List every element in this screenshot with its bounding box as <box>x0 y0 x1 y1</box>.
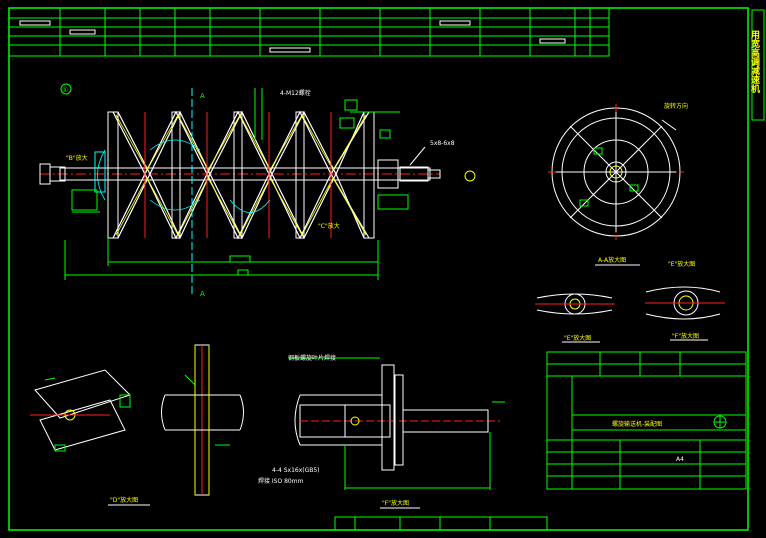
revision-table <box>8 7 610 57</box>
helical-flights <box>112 110 370 240</box>
view-b-label: "B"放大 <box>66 154 88 162</box>
svg-text:"E"放大图: "E"放大图 <box>668 260 695 268</box>
view-aa-label: A-A放大图 <box>598 256 626 264</box>
weld-note-4: 钢板螺旋叶片焊接 <box>288 354 336 362</box>
weld-note-3: 焊接 ISO 80mm <box>258 477 304 485</box>
bottom-strip <box>334 516 548 531</box>
title-block-scale: A4 <box>676 456 684 463</box>
section-aa-view: 旋转方向 A-A放大图 <box>548 102 688 266</box>
detail-d-view: "D"放大图 <box>30 369 150 506</box>
detail-f-view: "F"放大图 "E"放大图 <box>645 260 725 341</box>
detail-bottom-center-view: 钢板螺旋叶片焊接 4-4 Sx16x(GB5) 焊接 ISO 80mm "F"放… <box>258 354 505 509</box>
view-d-label: "D"放大图 <box>110 496 138 504</box>
svg-text:A: A <box>200 290 205 298</box>
detail-e-view: "E"放大图 <box>535 293 615 343</box>
view-f-label: "F"放大图 <box>672 332 699 340</box>
title-block <box>546 351 747 490</box>
detail-weld-view <box>161 344 244 496</box>
main-elevation-view: A A 4-M12螺栓 5x8-6x8 ① "B"放大 "C"放大 <box>39 83 476 298</box>
side-title: 用宽高调减速机 <box>749 30 761 94</box>
rotation-label: 旋转方向 <box>664 102 688 110</box>
shaft-note: 4-M12螺栓 <box>280 89 311 97</box>
weld-note-2: 4-4 Sx16x(GB5) <box>272 467 320 474</box>
section-marker-icon <box>464 170 476 182</box>
note-1: 5x8-6x8 <box>430 140 455 147</box>
title-block-company: 螺旋输送机-装配图 <box>612 420 662 428</box>
revision-entries <box>19 20 566 53</box>
svg-text:A: A <box>200 92 205 100</box>
view-e-label: "E"放大图 <box>564 334 591 342</box>
view-f-bottom-label: "F"放大图 <box>382 499 409 507</box>
main-view-marker: ① <box>62 86 68 94</box>
view-c-label: "C"放大 <box>318 222 340 230</box>
